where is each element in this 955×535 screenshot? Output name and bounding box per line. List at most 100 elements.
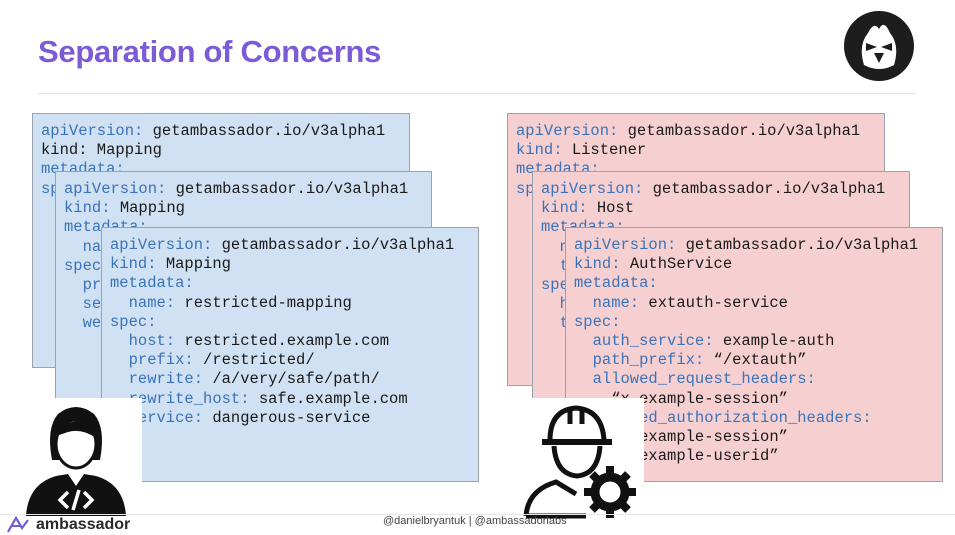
yaml-value: Mapping: [110, 199, 185, 218]
code-line: apiVersion: getambassador.io/v3alpha1: [516, 122, 876, 141]
code-line: allowed_authorization_headers:: [574, 409, 934, 428]
yaml-value: getambassador.io/v3alpha1: [212, 236, 455, 254]
brand-logo: ambassador: [6, 515, 130, 535]
yaml-key: pr: [64, 276, 102, 295]
yaml-key: spec: [64, 256, 102, 275]
yaml-key: kind:: [516, 141, 563, 160]
code-line: path_prefix: “/extauth”: [574, 351, 934, 370]
yaml-key: kind:: [574, 255, 621, 274]
code-line: allowed_request_headers:: [574, 370, 934, 389]
yaml-key: apiVersion:: [574, 236, 677, 254]
yaml-key: rewrite:: [110, 370, 204, 389]
code-line: t: [541, 314, 901, 333]
yaml-value: safe.example.com: [249, 389, 408, 408]
code-line: sp: [516, 180, 876, 199]
yaml-value: “/extauth”: [704, 351, 807, 370]
code-line: kind: Mapping: [64, 199, 423, 218]
logo-badge: [844, 11, 914, 81]
code-line: apiVersion: getambassador.io/v3alpha1: [64, 180, 423, 199]
brand-name: ambassador: [36, 516, 131, 533]
yaml-key: host:: [110, 332, 176, 351]
yaml-key: allowed_authorization_headers:: [574, 408, 872, 427]
code-line: name: restricted-mapping: [110, 294, 470, 313]
yaml-value: getambassador.io/v3alpha1: [618, 122, 861, 140]
code-line: metadata:: [574, 274, 934, 293]
code-line: rewrite: /a/very/safe/path/: [110, 370, 470, 389]
code-line: kind: Host: [541, 199, 901, 218]
yaml-key: t: [541, 256, 569, 275]
code-line: sp: [41, 180, 401, 199]
code-line: kind: AuthService: [574, 255, 934, 274]
yaml-key: spec:: [110, 312, 157, 331]
angry-bird-logo-icon: [861, 24, 897, 69]
footer-handle: @danielbryantuk | @ambassadorlabs: [383, 515, 567, 527]
yaml-key: sp: [41, 179, 60, 198]
yaml-value: Host: [587, 199, 635, 218]
operator-figure: [520, 398, 644, 522]
yaml-key: allowed_request_headers:: [574, 370, 816, 389]
yaml-value: Mapping: [156, 255, 231, 274]
code-line: apiVersion: getambassador.io/v3alpha1: [541, 180, 901, 199]
yaml-key: se: [64, 295, 102, 314]
yaml-key: apiVersion:: [110, 236, 213, 254]
yaml-value: getambassador.io/v3alpha1: [143, 122, 386, 140]
developer-figure: [12, 398, 142, 518]
slide-title: Separation of Concerns: [38, 34, 382, 69]
code-line: prefix: /restricted/: [110, 351, 470, 370]
code-line: apiVersion: getambassador.io/v3alpha1: [574, 236, 934, 255]
code-line: auth_service: example-auth: [574, 332, 934, 351]
yaml-value: getambassador.io/v3alpha1: [643, 180, 886, 198]
yaml-value: Listener: [562, 141, 647, 160]
code-line: spec:: [574, 313, 934, 332]
code-line: we: [64, 314, 423, 333]
yaml-key: name:: [574, 293, 640, 312]
yaml-key: sp: [516, 179, 535, 198]
yaml-key: name:: [110, 293, 176, 312]
ambassador-logo-icon: [7, 516, 29, 533]
yaml-key: kind:: [64, 199, 111, 218]
yaml-key: t: [541, 314, 569, 333]
code-line: spec: [64, 257, 423, 276]
code-line: na: [64, 238, 423, 257]
yaml-key: h: [541, 295, 569, 314]
yaml-key: apiVersion:: [64, 180, 167, 198]
code-line: kind: Mapping: [41, 141, 401, 160]
code-line: t: [541, 257, 901, 276]
code-line: pr: [64, 276, 423, 295]
title-divider: [38, 93, 916, 94]
developer-avatar-icon: [26, 407, 126, 516]
operator-engineer-icon: [523, 405, 636, 519]
yaml-value: extauth-service: [639, 293, 788, 312]
yaml-key: metadata:: [110, 274, 194, 293]
yaml-value: example-auth: [713, 332, 835, 351]
yaml-key: spe: [541, 276, 569, 295]
yaml-key: apiVersion:: [516, 122, 619, 140]
yaml-key: we: [64, 314, 102, 333]
yaml-key: kind:: [110, 255, 157, 274]
code-line: se: [64, 295, 423, 314]
yaml-key: auth_service:: [574, 332, 714, 351]
yaml-key: n: [541, 237, 569, 256]
yaml-value: AuthService: [620, 255, 733, 274]
yaml-value: /a/very/safe/path/: [203, 370, 380, 389]
yaml-key: path_prefix:: [574, 351, 705, 370]
code-line: apiVersion: getambassador.io/v3alpha1: [41, 122, 401, 141]
yaml-key: service:: [110, 408, 204, 427]
code-line: spe: [541, 276, 901, 295]
yaml-value: /restricted/: [193, 351, 315, 370]
yaml-value: kind: Mapping: [41, 141, 162, 160]
code-line: h: [541, 295, 901, 314]
yaml-key: rewrite_host:: [110, 389, 250, 408]
code-line: kind: Listener: [516, 141, 876, 160]
code-line: kind: Mapping: [110, 255, 470, 274]
yaml-key: na: [64, 237, 102, 256]
code-line: apiVersion: getambassador.io/v3alpha1: [110, 236, 470, 255]
code-line: host: restricted.example.com: [110, 332, 470, 351]
yaml-key: kind:: [541, 199, 588, 218]
yaml-value: restricted.example.com: [175, 332, 390, 351]
yaml-key: metadata:: [574, 274, 658, 293]
yaml-key: spec:: [574, 312, 621, 331]
code-line: rewrite_host: safe.example.com: [110, 390, 470, 409]
